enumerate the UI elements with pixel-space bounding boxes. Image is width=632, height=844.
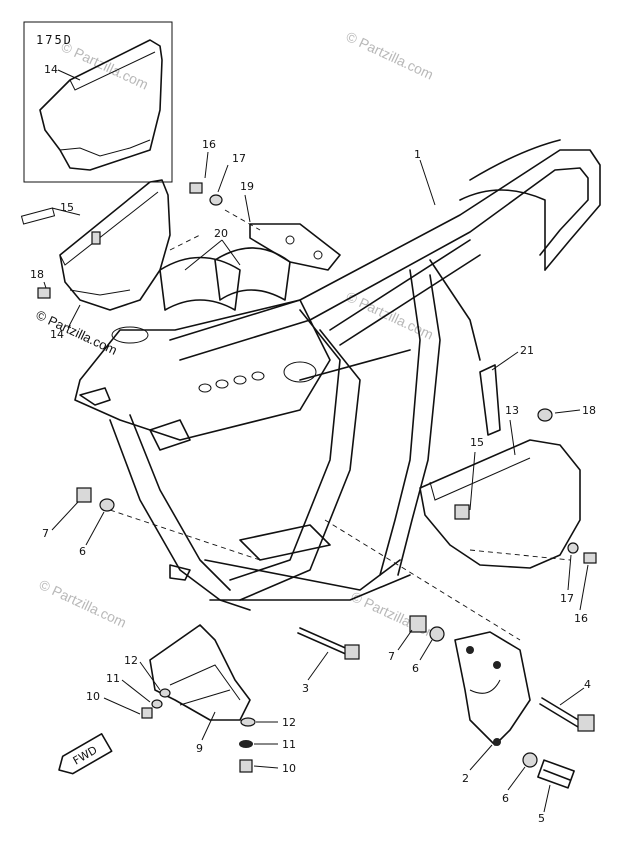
callout-10-left: 10 — [86, 690, 100, 703]
callout-2: 2 — [462, 772, 469, 785]
nut-7-left — [76, 487, 92, 503]
washer-6-bottom — [522, 752, 538, 768]
inset-box: 175D — [23, 21, 173, 183]
callout-13: 13 — [505, 404, 519, 417]
left-side-cover — [59, 179, 171, 311]
washer-11-left — [151, 699, 163, 709]
callout-9: 9 — [196, 742, 203, 755]
callout-7-right: 7 — [388, 650, 395, 663]
callout-14-left: 14 — [50, 328, 64, 341]
bolt-3 — [297, 627, 360, 660]
callout-4: 4 — [584, 678, 591, 691]
nut-7-right — [409, 615, 427, 633]
watermark-left-dark: © Partzilla.com — [34, 307, 120, 358]
callout-6-left: 6 — [79, 545, 86, 558]
washer-17-top — [209, 194, 223, 206]
callout-5: 5 — [538, 812, 545, 825]
leader-lines — [43, 69, 589, 813]
callout-10-bottom: 10 — [282, 762, 296, 775]
bolt-10-bottom — [239, 759, 253, 773]
callout-12-bottom: 12 — [282, 716, 296, 729]
plate-21 — [479, 364, 501, 436]
washer-17-right — [567, 542, 579, 554]
callout-14-inset: 14 — [44, 63, 58, 76]
callout-20: 20 — [214, 227, 228, 240]
callout-19: 19 — [240, 180, 254, 193]
callout-15-left: 15 — [60, 201, 74, 214]
washer-11-bottom — [239, 740, 253, 748]
callout-16-top: 16 — [202, 138, 216, 151]
emblem-left — [20, 207, 56, 225]
inset-label: 175D — [36, 33, 73, 47]
callout-11-left: 11 — [106, 672, 120, 685]
callout-17-right: 17 — [560, 592, 574, 605]
callouts: 1 14 16 17 19 15 20 18 14 21 13 18 15 7 … — [30, 63, 596, 825]
main-frame — [74, 139, 601, 611]
callout-6-right: 6 — [412, 662, 419, 675]
callout-3: 3 — [302, 682, 309, 695]
plate-19 — [249, 223, 341, 271]
engine-bracket-2 — [454, 631, 531, 746]
callout-15-right: 15 — [470, 436, 484, 449]
callout-1: 1 — [414, 148, 421, 161]
callout-21: 21 — [520, 344, 534, 357]
inset-frame — [23, 21, 173, 183]
callout-12-left: 12 — [124, 654, 138, 667]
nut-16-top — [189, 182, 203, 194]
right-side-cover — [419, 439, 581, 569]
watermark-top-right: © Partzilla.com — [344, 28, 436, 82]
bolt-5 — [537, 759, 575, 789]
bolt-4 — [539, 697, 595, 732]
washer-12-bottom — [240, 717, 256, 727]
washer-6-right — [429, 626, 445, 642]
nut-18-right — [537, 408, 553, 422]
callout-7-left: 7 — [42, 527, 49, 540]
washer-6-left — [99, 498, 115, 512]
watermark-bottom-left: © Partzilla.com — [37, 576, 129, 630]
nut-16-right — [583, 552, 597, 564]
callout-18-left: 18 — [30, 268, 44, 281]
washer-12-left — [159, 688, 171, 698]
callout-17-top: 17 — [232, 152, 246, 165]
bolt-10-left — [141, 707, 153, 719]
fwd-arrow: FWD — [58, 733, 113, 775]
skid-plate-9 — [149, 624, 251, 721]
tank-bands — [159, 247, 291, 311]
nut-18-left — [37, 287, 51, 299]
fwd-label: FWD — [71, 743, 100, 767]
callout-16-right: 16 — [574, 612, 588, 625]
callout-11-bottom: 11 — [282, 738, 296, 751]
callout-18-right: 18 — [582, 404, 596, 417]
callout-6-bottom: 6 — [502, 792, 509, 805]
watermark-bottom-right: © Partzilla.com — [349, 588, 441, 642]
